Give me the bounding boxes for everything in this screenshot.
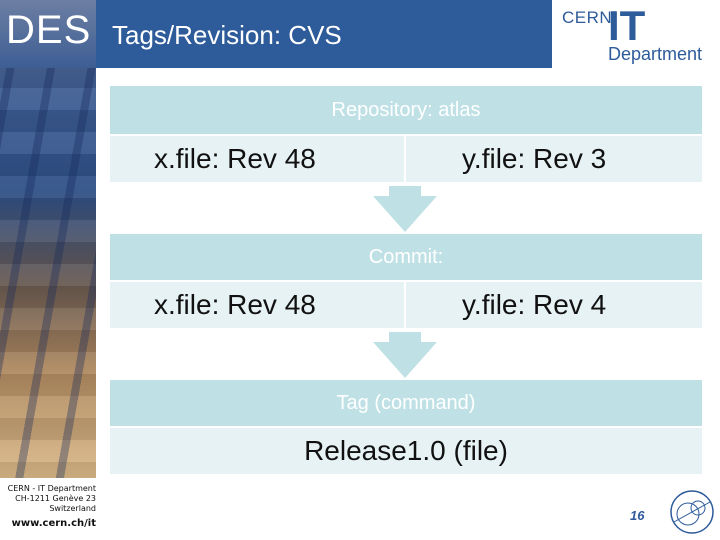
cern-it-logo: CERN IT Department xyxy=(552,0,720,68)
down-arrow-icon xyxy=(373,186,437,232)
release-row: Release1.0 (file) xyxy=(110,428,702,474)
repository-band: Repository: atlas xyxy=(110,86,702,134)
des-logo: DES xyxy=(6,8,92,52)
revision-row-2: x.file: Rev 48 y.file: Rev 4 xyxy=(110,282,702,328)
cern-logo-text: CERN xyxy=(562,8,613,27)
commit-band: Commit: xyxy=(110,234,702,280)
page-number: 16 xyxy=(630,508,645,523)
y-file-revision: y.file: Rev 3 xyxy=(462,143,607,174)
x-file-revision: x.file: Rev 48 xyxy=(154,143,316,174)
background-photo xyxy=(0,0,96,478)
footer-address: CERN - IT Department CH-1211 Genève 23 S… xyxy=(4,484,96,529)
header-bar: DES Tags/Revision: CVS CERN IT Departmen… xyxy=(0,0,720,68)
slide-title: Tags/Revision: CVS xyxy=(112,20,342,50)
address-line: Switzerland xyxy=(49,504,96,513)
y-file-revision: y.file: Rev 4 xyxy=(462,289,607,320)
x-file-revision: x.file: Rev 48 xyxy=(154,289,316,320)
commit-label: Commit: xyxy=(368,246,444,268)
address-line: CH-1211 Genève 23 xyxy=(15,494,96,503)
down-arrow-icon xyxy=(373,332,437,378)
it-logo-text: IT xyxy=(608,2,646,49)
cern-emblem-icon xyxy=(670,490,714,534)
repository-label: Repository: atlas xyxy=(331,99,481,121)
release-label: Release1.0 (file) xyxy=(304,435,508,466)
address-line: CERN - IT Department xyxy=(7,484,96,493)
revision-row-1: x.file: Rev 48 y.file: Rev 3 xyxy=(110,136,702,182)
tag-band: Tag (command) xyxy=(110,380,702,426)
department-logo-text: Department xyxy=(608,44,703,64)
tag-label: Tag (command) xyxy=(336,392,476,414)
website-link[interactable]: www.cern.ch/it xyxy=(11,518,96,529)
